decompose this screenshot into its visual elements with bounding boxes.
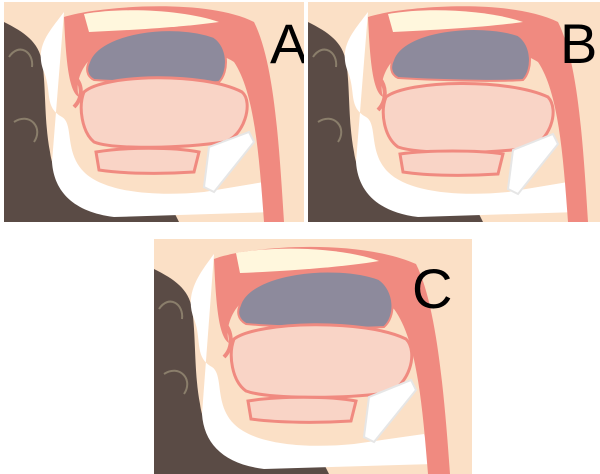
tongue <box>383 83 553 152</box>
vocal-tract-panel-b: B <box>308 2 600 222</box>
vocal-tract-diagram-a <box>4 2 304 222</box>
lower-jaw-strip <box>96 148 199 173</box>
lower-jaw-strip <box>400 151 503 175</box>
vocal-tract-diagram-b <box>308 2 600 222</box>
panel-label-b: B <box>560 16 597 72</box>
tongue <box>231 325 411 398</box>
tongue <box>81 78 247 148</box>
panel-label-c: C <box>412 261 452 317</box>
vocal-tract-panel-c: C <box>154 239 472 474</box>
vocal-tract-panel-a: A <box>4 2 304 222</box>
lower-jaw-strip <box>248 397 356 422</box>
panel-label-a: A <box>270 16 304 72</box>
